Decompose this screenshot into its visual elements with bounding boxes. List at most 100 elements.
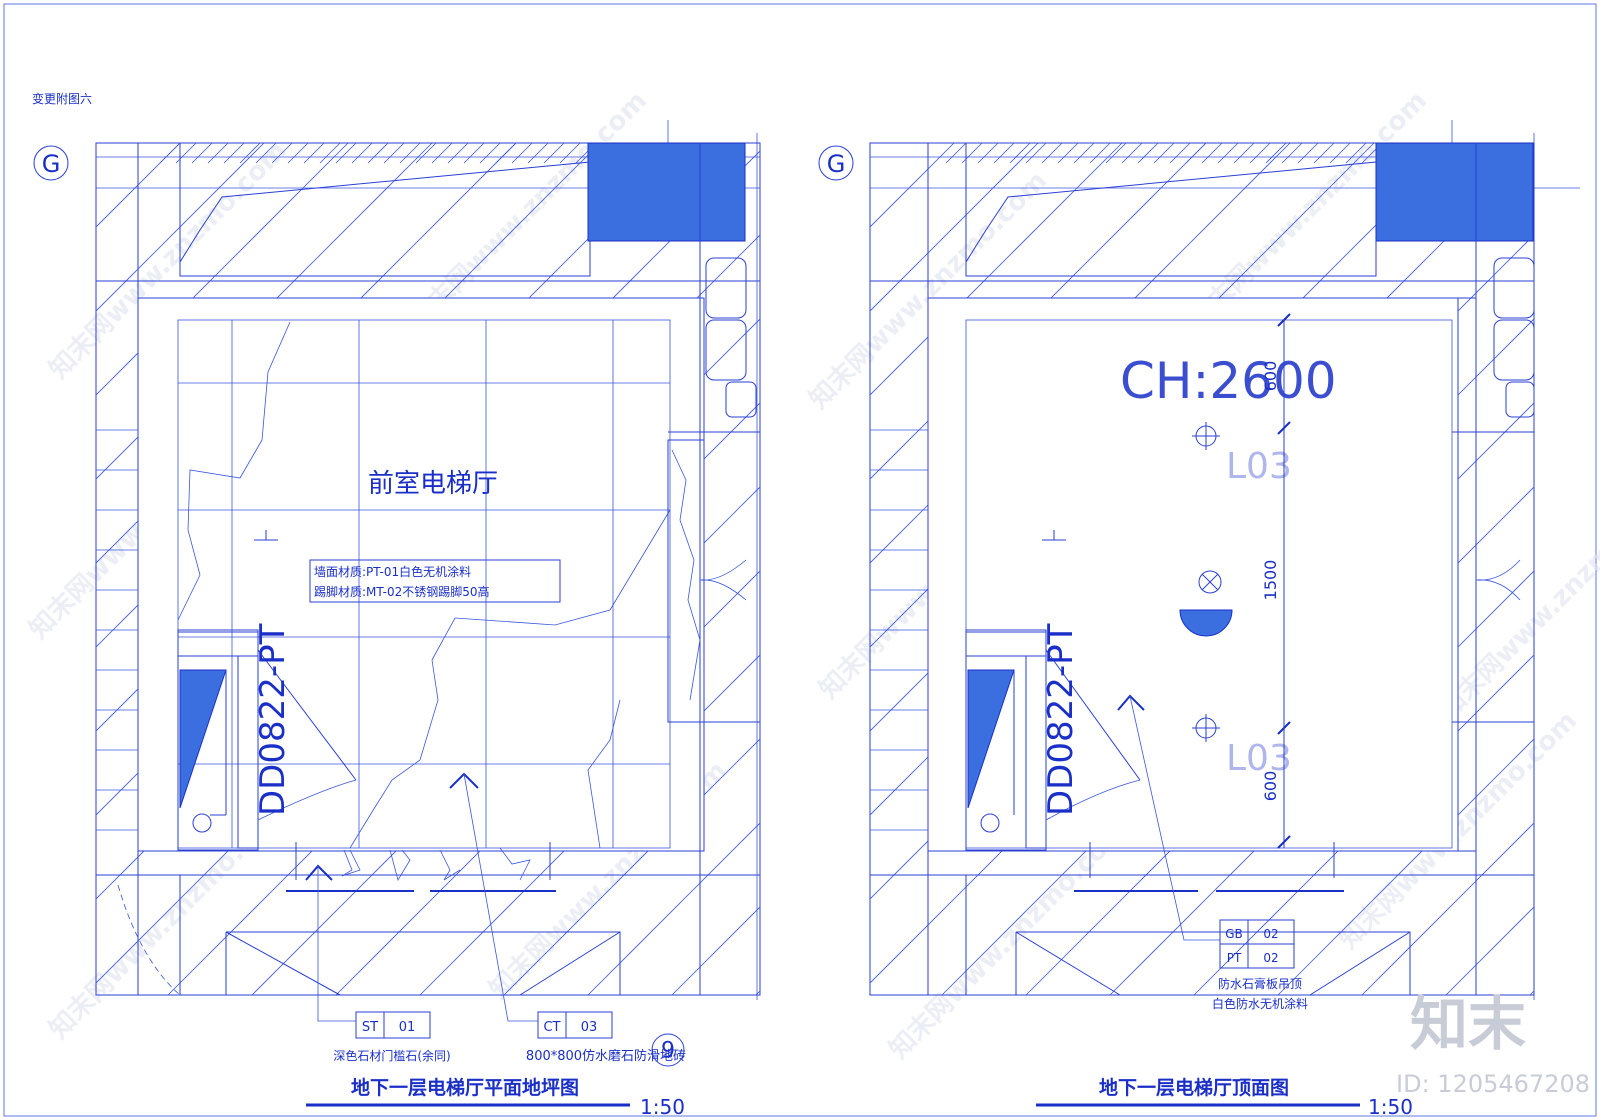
ceiling-dimension-chain: 600 1500 600 bbox=[1261, 313, 1291, 849]
ceiling-fan-icon bbox=[1179, 570, 1233, 637]
svg-text:01: 01 bbox=[399, 1020, 416, 1035]
hatch-line bbox=[559, 142, 581, 164]
hatch-line bbox=[96, 142, 349, 396]
hatch-line bbox=[335, 142, 357, 164]
tile-grid bbox=[178, 320, 670, 848]
hatch-line bbox=[1217, 142, 1239, 164]
hatch-line bbox=[419, 654, 760, 996]
hatch-line bbox=[1277, 738, 1534, 996]
svg-text:02: 02 bbox=[1263, 951, 1278, 965]
hatch-line bbox=[495, 142, 517, 164]
left-wall-bars bbox=[96, 429, 138, 831]
svg-text:L03: L03 bbox=[1226, 446, 1292, 487]
hatch-line bbox=[1233, 142, 1255, 164]
svg-text:PT: PT bbox=[1227, 951, 1242, 965]
downlight-top: L03 bbox=[1192, 422, 1292, 487]
title-floor-plan: 地下一层电梯厅平面地坪图 bbox=[351, 1076, 579, 1099]
hatch-line bbox=[1137, 142, 1159, 164]
material-spec-box: 墙面材质:PT-01白色无机涂料 踢脚材质:MT-02不锈钢踢脚50高 bbox=[309, 559, 561, 603]
grid-bubble-g-left: G bbox=[33, 145, 69, 181]
hatch-line bbox=[1153, 142, 1175, 164]
hatch-line bbox=[207, 142, 229, 164]
svg-text:GB: GB bbox=[1225, 927, 1243, 941]
hatch-line bbox=[1073, 142, 1095, 164]
hatch-line bbox=[287, 142, 309, 164]
svg-text:G: G bbox=[827, 150, 846, 178]
svg-text:深色石材门槛石(余同): 深色石材门槛石(余同) bbox=[333, 1048, 450, 1063]
hatch-line bbox=[961, 142, 983, 164]
id-label: ID: 1205467208 bbox=[1396, 1070, 1590, 1098]
brand-logo: 知末 bbox=[1410, 990, 1526, 1058]
hatch-line bbox=[1185, 142, 1207, 164]
sheet-border bbox=[3, 3, 1597, 1117]
tag-ceiling: GB 02 PT 02 防水石膏板吊顶 白色防水无机涂料 bbox=[1212, 919, 1308, 1011]
hatch-line bbox=[870, 142, 1207, 480]
hatch-line bbox=[1249, 142, 1271, 164]
hatch-line bbox=[479, 142, 501, 164]
room-name: 前室电梯厅 bbox=[368, 469, 498, 499]
hatch-line bbox=[1265, 142, 1287, 164]
hatch-line bbox=[870, 142, 1123, 396]
hatch-line bbox=[1281, 142, 1303, 164]
hatch-line bbox=[1297, 142, 1319, 164]
hatch-line bbox=[351, 142, 373, 164]
svg-text:CT: CT bbox=[543, 1020, 560, 1035]
hatch-line bbox=[431, 142, 453, 164]
hatch-line bbox=[1345, 142, 1367, 164]
hatch-line bbox=[503, 738, 760, 996]
hatch-line bbox=[1121, 142, 1143, 164]
hatch-line bbox=[223, 142, 245, 164]
hatch-line bbox=[96, 142, 433, 480]
hatch-line bbox=[175, 142, 197, 164]
hatch-line bbox=[511, 142, 533, 164]
scale-ceiling-plan: 1:50 bbox=[1368, 1095, 1413, 1119]
svg-text:1500: 1500 bbox=[1261, 560, 1280, 601]
svg-text:800*800仿水磨石防滑地砖: 800*800仿水磨石防滑地砖 bbox=[526, 1048, 686, 1064]
svg-text:600: 600 bbox=[1261, 771, 1280, 802]
hatch-line bbox=[415, 142, 437, 164]
hatch-line bbox=[1057, 142, 1079, 164]
hatch-line bbox=[1201, 142, 1223, 164]
hatch-line bbox=[96, 142, 265, 312]
ceiling-plan-drawing: G bbox=[818, 120, 1580, 1119]
hatch-line bbox=[1361, 822, 1534, 996]
svg-text:ST: ST bbox=[362, 1020, 378, 1035]
hatch-line bbox=[1105, 142, 1127, 164]
svg-text:03: 03 bbox=[581, 1020, 598, 1035]
svg-text:600: 600 bbox=[1261, 361, 1280, 392]
svg-text:墙面材质:PT-01白色无机涂料: 墙面材质:PT-01白色无机涂料 bbox=[314, 564, 471, 579]
hatch-line bbox=[977, 142, 999, 164]
top-hatch-left bbox=[159, 142, 597, 164]
door-tag-left: DD0822-PT bbox=[253, 623, 293, 816]
hatch-line bbox=[1041, 142, 1063, 164]
sheet-note: 变更附图六 bbox=[32, 91, 92, 106]
tag-ct-03: CT 03 800*800仿水磨石防滑地砖 bbox=[526, 1011, 686, 1064]
grid-bubble-g-right: G bbox=[818, 145, 854, 181]
hatch-line bbox=[447, 142, 469, 164]
scale-floor-plan: 1:50 bbox=[640, 1095, 685, 1119]
hatch-line bbox=[1025, 142, 1047, 164]
left-wall-bars-2 bbox=[870, 429, 928, 831]
hatch-line bbox=[367, 142, 389, 164]
hatch-line bbox=[587, 822, 760, 996]
hatch-line bbox=[191, 142, 213, 164]
hatch-line bbox=[1089, 142, 1111, 164]
hatch-line bbox=[543, 142, 565, 164]
svg-text:6: 6 bbox=[661, 1035, 675, 1060]
door-tag-right: DD0822-PT bbox=[1041, 623, 1081, 816]
door-frame-left bbox=[177, 629, 357, 851]
column-left bbox=[587, 142, 746, 242]
svg-text:G: G bbox=[42, 150, 61, 178]
hatch-line bbox=[383, 142, 405, 164]
hatch-line bbox=[1109, 570, 1534, 996]
right-wall-blocks-2 bbox=[1493, 257, 1535, 418]
hatch-line bbox=[527, 142, 549, 164]
hatch-line bbox=[870, 142, 1039, 312]
hatch-line bbox=[159, 142, 181, 164]
tag-st-01: ST 01 深色石材门槛石(余同) bbox=[333, 1011, 451, 1063]
hatch-line bbox=[96, 142, 517, 564]
floor-plan-drawing: G bbox=[33, 120, 761, 1119]
leader-arrow-ct bbox=[449, 772, 538, 1022]
svg-text:02: 02 bbox=[1263, 927, 1278, 941]
hatch-line bbox=[255, 142, 277, 164]
